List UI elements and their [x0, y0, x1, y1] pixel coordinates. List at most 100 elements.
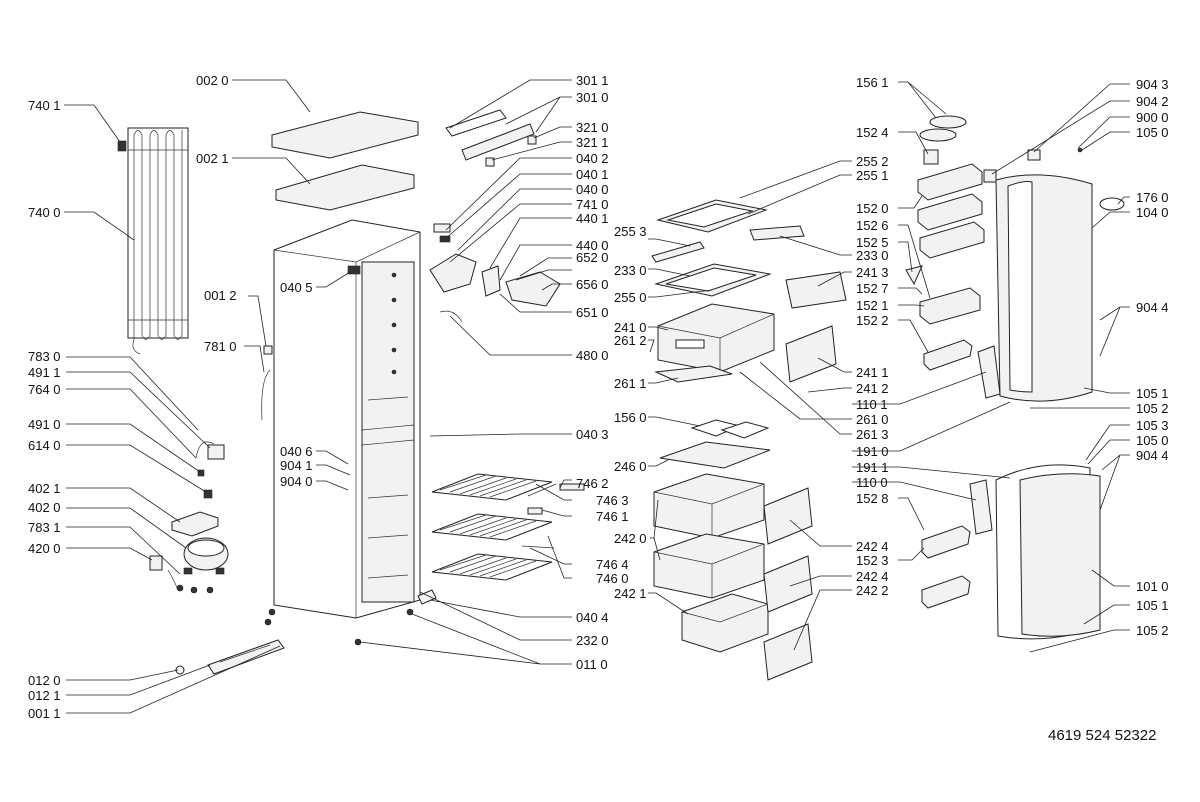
- label-012-1: 012 1: [28, 688, 61, 703]
- label-232-0: 232 0: [576, 633, 609, 648]
- label-105-0-b: 105 0: [1136, 433, 1169, 448]
- label-040-1: 040 1: [576, 167, 609, 182]
- label-191-0: 191 0: [856, 444, 889, 459]
- label-105-3: 105 3: [1136, 418, 1169, 433]
- label-651-0: 651 0: [576, 305, 609, 320]
- clip-152-4: [923, 149, 939, 165]
- wire-shelf-3: [431, 553, 553, 581]
- label-152-3: 152 3: [856, 553, 889, 568]
- label-904-4-b: 904 4: [1136, 448, 1169, 463]
- shelf-241-3: [785, 271, 847, 309]
- condenser-coil: [127, 127, 189, 355]
- glass-shelf-255-1: [656, 199, 768, 233]
- clip-764-0: [207, 444, 225, 460]
- capacitor-420-0: [149, 555, 179, 591]
- crisper-cover-261-1: [654, 365, 733, 383]
- label-156-1: 156 1: [856, 75, 889, 90]
- label-783-0: 783 0: [28, 349, 61, 364]
- label-241-1: 241 1: [856, 365, 889, 380]
- label-255-1: 255 1: [856, 168, 889, 183]
- balcony-152-0-c: [919, 221, 985, 259]
- compressor-402-0: [183, 537, 229, 575]
- part-614-0: [203, 489, 213, 499]
- label-781-0: 781 0: [204, 339, 237, 354]
- label-242-4-b: 242 4: [856, 569, 889, 584]
- label-652-0: 652 0: [576, 250, 609, 265]
- label-241-0: 241 0: [614, 320, 647, 335]
- ice-tray-156-0: [690, 419, 770, 439]
- freezer-drawer-2: [653, 533, 765, 599]
- label-152-5: 152 5: [856, 235, 889, 250]
- label-176-0: 176 0: [1136, 190, 1169, 205]
- label-261-0: 261 0: [856, 412, 889, 427]
- label-740-0: 740 0: [28, 205, 61, 220]
- label-261-1: 261 1: [614, 376, 647, 391]
- label-011-0: 011 0: [576, 657, 608, 672]
- label-105-0-a: 105 0: [1136, 125, 1169, 140]
- foot-bolt-center: [264, 608, 276, 626]
- label-480-0: 480 0: [576, 348, 609, 363]
- label-740-1: 740 1: [28, 98, 61, 113]
- part-491-0: [197, 469, 205, 477]
- label-040-0: 040 0: [576, 182, 609, 197]
- label-012-0: 012 0: [28, 673, 61, 688]
- label-402-0: 402 0: [28, 500, 61, 515]
- label-040-4: 040 4: [576, 610, 609, 625]
- top-cover-upper: [271, 111, 419, 159]
- glass-shelf-255-0: [654, 263, 772, 297]
- drawer-fronts-242: [763, 487, 813, 681]
- label-301-1: 301 1: [576, 73, 609, 88]
- cabinet-body: [273, 219, 421, 619]
- shelf-trim-255-3: [651, 241, 705, 263]
- label-002-1: 002 1: [196, 151, 229, 166]
- label-746-3: 746 3: [596, 493, 629, 508]
- fridge-door-104-0: [983, 147, 1125, 402]
- label-746-2: 746 2: [576, 476, 609, 491]
- drain-tube-781-0: [261, 369, 271, 421]
- label-764-0: 764 0: [28, 382, 61, 397]
- freezer-drawer-3: [681, 593, 769, 653]
- freezer-door-101-0: [969, 464, 1101, 640]
- label-746-1: 746 1: [596, 509, 629, 524]
- label-002-0: 002 0: [196, 73, 229, 88]
- label-301-0: 301 0: [576, 90, 609, 105]
- label-233-0-b: 233 0: [856, 248, 889, 263]
- label-152-6: 152 6: [856, 218, 889, 233]
- label-242-0: 242 0: [614, 531, 647, 546]
- balcony-152-0-a: [917, 163, 983, 201]
- label-110-0: 110 0: [856, 475, 888, 490]
- balcony-152-0-b: [917, 193, 983, 231]
- label-321-0: 321 0: [576, 120, 609, 135]
- label-152-1: 152 1: [856, 298, 889, 313]
- top-cover-lower: [275, 164, 415, 211]
- label-900-0: 900 0: [1136, 110, 1169, 125]
- document-number: 4619 524 52322: [1048, 727, 1156, 744]
- label-491-0: 491 0: [28, 417, 61, 432]
- label-321-1: 321 1: [576, 135, 609, 150]
- label-261-3: 261 3: [856, 427, 889, 442]
- label-783-1: 783 1: [28, 520, 61, 535]
- feet: [176, 584, 214, 594]
- label-156-0: 156 0: [614, 410, 647, 425]
- label-110-1: 110 1: [856, 397, 888, 412]
- label-241-2: 241 2: [856, 381, 889, 396]
- label-040-5: 040 5: [280, 280, 313, 295]
- label-614-0: 614 0: [28, 438, 61, 453]
- part-labels: 002 0 002 1 740 1 740 0 001 2 781 0 783 …: [28, 73, 1169, 721]
- label-246-0: 246 0: [614, 459, 647, 474]
- label-904-0: 904 0: [280, 474, 313, 489]
- label-191-1: 191 1: [856, 460, 889, 475]
- freezer-shelf-246-0: [659, 441, 771, 469]
- egg-trays-156-1: [919, 115, 967, 142]
- label-233-0-a: 233 0: [614, 263, 647, 278]
- label-152-2: 152 2: [856, 313, 889, 328]
- crisper-241-0: [657, 303, 775, 373]
- label-255-0: 255 0: [614, 290, 647, 305]
- label-904-1: 904 1: [280, 458, 313, 473]
- label-420-0: 420 0: [28, 541, 61, 556]
- handle-110-1: [977, 345, 1001, 399]
- label-152-4: 152 4: [856, 125, 889, 140]
- label-101-0: 101 0: [1136, 579, 1169, 594]
- foot-012-0: [175, 665, 185, 675]
